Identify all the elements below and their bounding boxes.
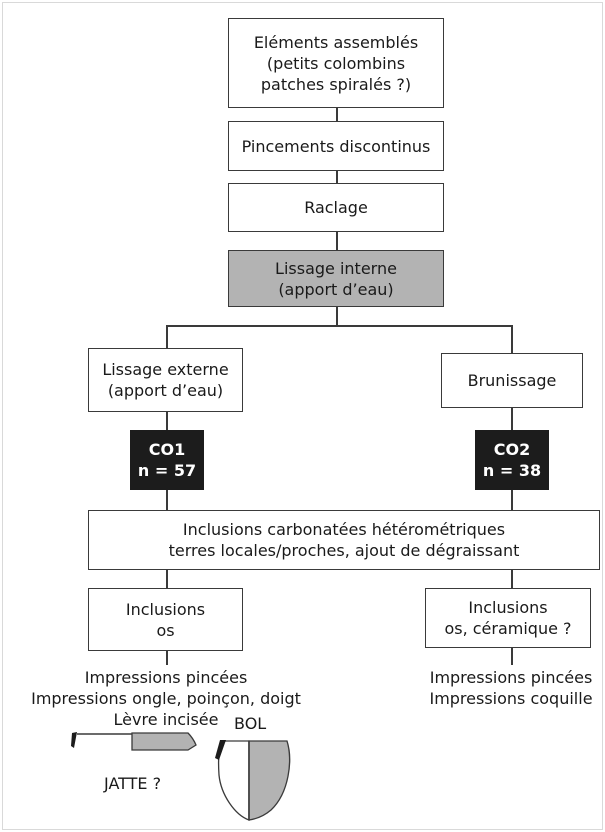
jatte-label: JATTE ? bbox=[104, 774, 162, 793]
co1-count: n = 57 bbox=[137, 461, 197, 480]
lissage-externe-line-2: (apport d’eau) bbox=[107, 381, 224, 400]
co2-badge: CO2 n = 38 bbox=[475, 430, 549, 490]
step-elements-assembles-line-2: (petits colombins bbox=[266, 53, 406, 73]
inclusions-os-ceramique-line-2: os, céramique ? bbox=[444, 619, 572, 638]
step-lissage-interne-box: Lissage interne (apport d’eau) bbox=[228, 250, 444, 307]
left-decoration-line-3: Lèvre incisée bbox=[113, 710, 219, 729]
step-lissage-interne-line-1: Lissage interne bbox=[275, 258, 397, 278]
right-decoration-text: Impressions pincées Impressions coquille bbox=[420, 667, 602, 709]
inclusions-os-ceramique-line-1: Inclusions bbox=[468, 598, 548, 617]
step-pincements-box: Pincements discontinus bbox=[228, 121, 444, 171]
branch-horizontal bbox=[166, 325, 512, 327]
connector-4-branch bbox=[336, 307, 338, 326]
connector-co1-inclusions bbox=[166, 490, 168, 510]
branch-right-down bbox=[511, 325, 513, 353]
step-elements-assembles-line-1: Eléments assemblés bbox=[253, 32, 419, 52]
inclusions-os-line-1: Inclusions bbox=[125, 599, 206, 619]
connector-left-co1 bbox=[166, 412, 168, 430]
inclusions-os-ceramique-box: Inclusions os, céramique ? bbox=[425, 588, 591, 648]
connector-co2-inclusions bbox=[511, 490, 513, 510]
co1-label: CO1 bbox=[148, 440, 186, 459]
right-decoration-line-2: Impressions coquille bbox=[429, 689, 593, 708]
left-decoration-line-1: Impressions pincées bbox=[84, 668, 248, 687]
inclusions-os-line-2: os bbox=[156, 620, 175, 640]
co2-count: n = 38 bbox=[482, 461, 542, 480]
step-elements-assembles-line-3: patches spiralés ?) bbox=[260, 74, 412, 94]
connector-incl-left bbox=[166, 570, 168, 588]
brunissage-box: Brunissage bbox=[441, 353, 583, 408]
inclusions-carbonatees-box: Inclusions carbonatées hétérométriques t… bbox=[88, 510, 600, 570]
step-raclage-label: Raclage bbox=[304, 198, 368, 217]
step-pincements-label: Pincements discontinus bbox=[241, 136, 431, 156]
connector-incl-right bbox=[511, 570, 513, 588]
bol-profile-icon bbox=[215, 740, 291, 821]
connector-right-co2 bbox=[511, 408, 513, 430]
lissage-externe-box: Lissage externe (apport d’eau) bbox=[88, 348, 243, 412]
step-lissage-interne-line-2: (apport d’eau) bbox=[278, 279, 394, 299]
branch-left-down bbox=[166, 325, 168, 348]
left-decoration-line-2: Impressions ongle, poinçon, doigt bbox=[31, 689, 301, 708]
co1-badge: CO1 n = 57 bbox=[130, 430, 204, 490]
inclusions-carbonatees-line-1: Inclusions carbonatées hétérométriques bbox=[182, 520, 506, 539]
inclusions-os-box: Inclusions os bbox=[88, 588, 243, 651]
lissage-externe-line-1: Lissage externe bbox=[102, 360, 229, 379]
bol-label: BOL bbox=[234, 714, 267, 733]
connector-right-decoration bbox=[511, 648, 513, 665]
connector-2-3 bbox=[336, 171, 338, 183]
right-decoration-line-1: Impressions pincées bbox=[429, 668, 593, 687]
left-decoration-text: Impressions pincées Impressions ongle, p… bbox=[6, 667, 326, 730]
inclusions-carbonatees-line-2: terres locales/proches, ajout de dégrais… bbox=[168, 541, 520, 560]
step-raclage-box: Raclage bbox=[228, 183, 444, 232]
brunissage-label: Brunissage bbox=[467, 371, 557, 390]
co2-label: CO2 bbox=[493, 440, 531, 459]
connector-1-2 bbox=[336, 108, 338, 121]
step-elements-assembles-box: Eléments assemblés (petits colombins pat… bbox=[228, 18, 444, 108]
jatte-profile-icon bbox=[71, 732, 197, 751]
connector-left-decoration bbox=[166, 651, 168, 665]
connector-3-4 bbox=[336, 232, 338, 250]
